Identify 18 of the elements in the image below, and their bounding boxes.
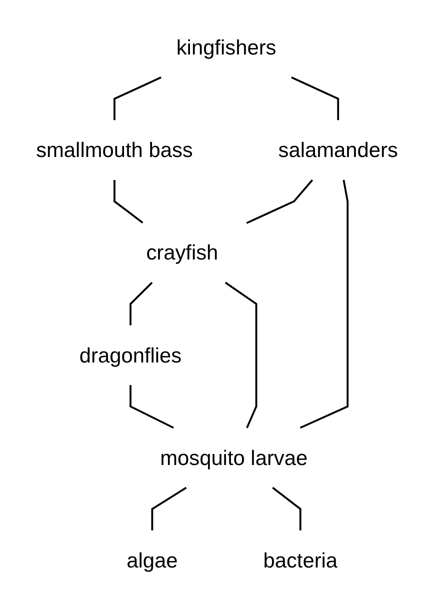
node-text: kingfishers — [176, 36, 276, 60]
connector — [224, 282, 258, 428]
connector — [246, 179, 314, 224]
connector — [151, 486, 187, 530]
node-text: mosquito larvae — [160, 446, 308, 470]
node-text: dragonflies — [79, 343, 182, 368]
connector — [114, 76, 162, 120]
node-text: algae — [126, 548, 178, 572]
connector — [130, 282, 153, 326]
node-text: bacteria — [263, 548, 338, 572]
node-text: crayfish — [146, 240, 218, 265]
connector — [130, 385, 174, 429]
node-text: smallmouth bass — [36, 138, 193, 162]
connector — [300, 180, 349, 429]
connector — [291, 76, 340, 120]
node-text: salamanders — [278, 138, 398, 162]
connector — [114, 180, 144, 224]
connector — [272, 486, 302, 530]
